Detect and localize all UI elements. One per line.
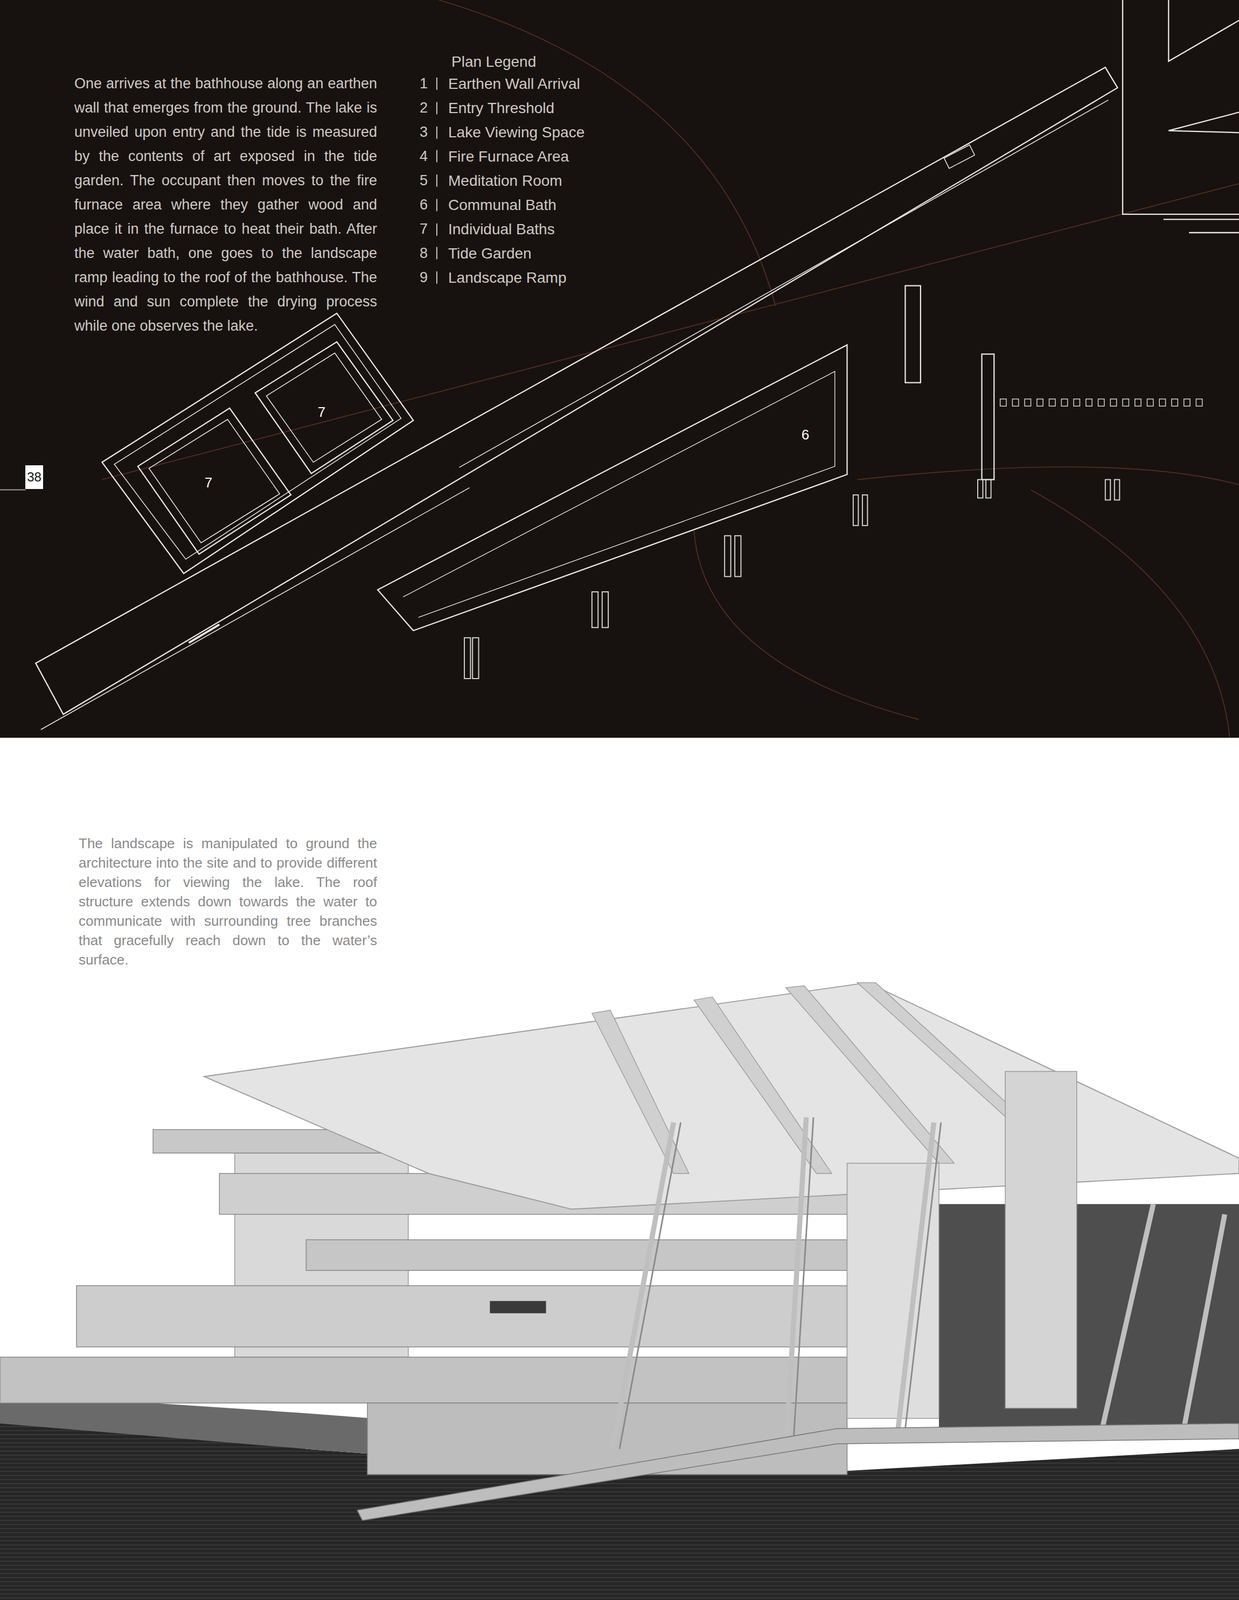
legend-item: Communal Bath — [448, 192, 557, 218]
plan-linework — [35, 0, 1239, 730]
legend-item: Individual Baths — [448, 217, 555, 242]
legend-item: Entry Threshold — [448, 95, 555, 121]
page-number: 38 — [25, 465, 44, 490]
legend-item: Landscape Ramp — [448, 265, 567, 290]
legend-number: 9 — [409, 265, 428, 290]
body-paragraph: One arrives at the bathhouse along an ea… — [74, 71, 378, 339]
plan-ground — [0, 0, 1239, 739]
legend-number: 3 — [409, 120, 428, 145]
legend-item: Earthen Wall Arrival — [448, 71, 581, 96]
room-number: 7 — [203, 473, 214, 493]
legend-number: 8 — [409, 241, 428, 266]
legend-dividers — [436, 77, 438, 284]
legend-number: 5 — [409, 168, 428, 193]
page-tab-line — [0, 489, 26, 491]
legend-item: Lake Viewing Space — [448, 120, 585, 145]
legend-heading: Plan Legend — [451, 49, 592, 74]
node-text: 6 — [801, 426, 810, 444]
node-text: 7 — [317, 404, 326, 421]
dotted-row — [1000, 399, 1203, 407]
room-number: 7 — [316, 402, 327, 422]
legend-item: Meditation Room — [448, 168, 563, 193]
body-paragraph: The landscape is manipulated to ground t… — [78, 833, 378, 970]
room-number: 6 — [799, 425, 811, 445]
legend-number: 4 — [409, 144, 428, 169]
node-text: 7 — [204, 474, 213, 492]
column-posts — [464, 479, 1120, 679]
legend-number: 6 — [409, 192, 428, 218]
legend-number: 2 — [409, 95, 428, 121]
legend-number: 7 — [409, 217, 428, 242]
legend-number: 1 — [409, 71, 428, 96]
legend-item: Tide Garden — [448, 241, 532, 266]
node-text: 38 — [26, 469, 42, 485]
legend-item: Fire Furnace Area — [448, 144, 569, 169]
model-photo — [0, 983, 1239, 1600]
